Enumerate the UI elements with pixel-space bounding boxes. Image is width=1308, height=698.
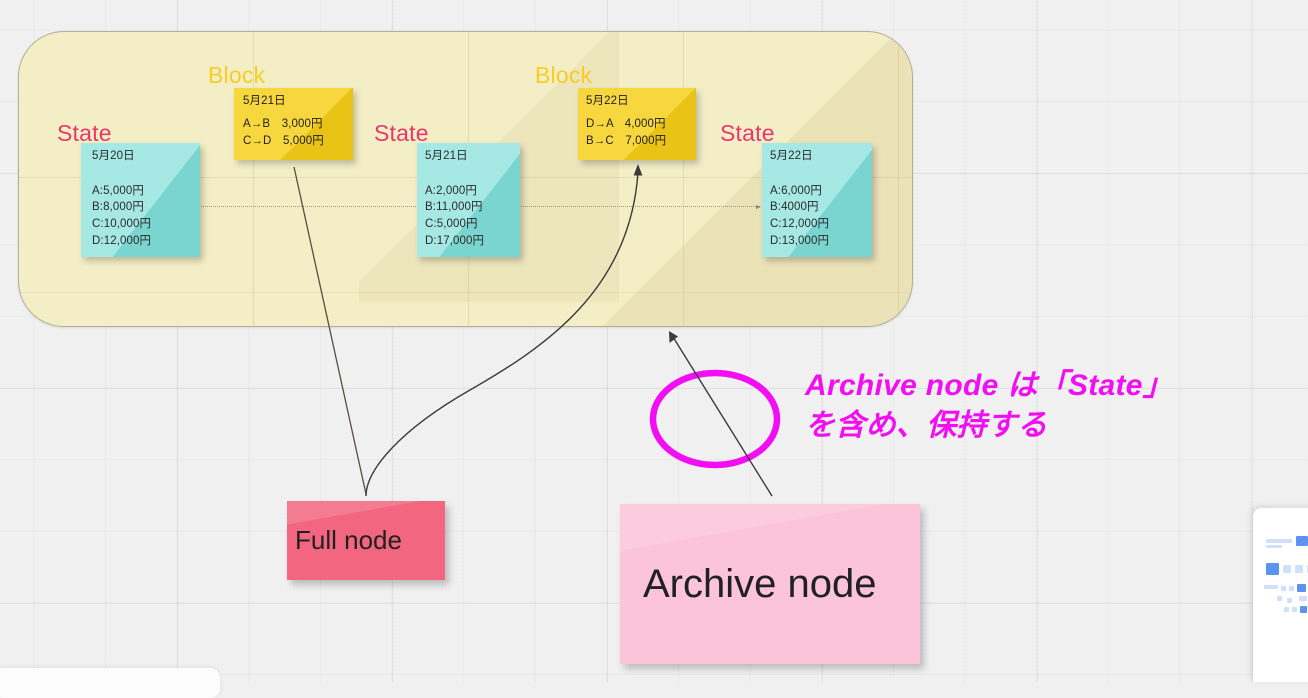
sticky-note-block-2[interactable]: 5月22日 D→A 4,000円 B→C 7,000円 xyxy=(578,88,696,160)
note-line: B:11,000円 xyxy=(425,201,483,214)
note-date: 5月21日 xyxy=(243,95,286,107)
note-line: C→D 5,000円 xyxy=(243,135,324,148)
annotation-text: Archive node は「State」 を含め、保持する xyxy=(805,369,1174,442)
note-line: C:5,000円 xyxy=(425,218,478,231)
sticky-note-block-1[interactable]: 5月21日 A→B 3,000円 C→D 5,000円 xyxy=(234,88,353,160)
panel-item xyxy=(1266,563,1279,575)
panel-grid-line-h xyxy=(19,292,912,293)
panel-item xyxy=(1284,607,1289,612)
caption-state-3: State xyxy=(720,120,775,146)
note-line: D:17,000円 xyxy=(425,235,485,248)
note-line: B:8,000円 xyxy=(92,201,144,214)
note-line: A:2,000円 xyxy=(425,184,477,197)
panel-item xyxy=(1292,607,1297,612)
caption-state-1: State xyxy=(57,120,112,146)
note-line: B:4000円 xyxy=(770,201,819,214)
panel-item xyxy=(1281,586,1286,591)
note-date: 5月20日 xyxy=(92,150,135,162)
sticky-note-state-2[interactable]: 5月21日 A:2,000円 B:11,000円 C:5,000円 D:17,0… xyxy=(417,143,520,257)
note-date: 5月21日 xyxy=(425,150,468,162)
bottom-left-panel[interactable] xyxy=(0,668,220,698)
panel-grid-line xyxy=(253,32,254,326)
note-line: D:12,000円 xyxy=(92,235,152,248)
note-line: C:10,000円 xyxy=(92,218,152,231)
panel-item xyxy=(1295,565,1303,573)
note-line: A:5,000円 xyxy=(92,184,144,197)
panel-item xyxy=(1299,596,1307,601)
sticky-note-state-3[interactable]: 5月22日 A:6,000円 B:4000円 C:12,000円 D:13,00… xyxy=(762,143,872,257)
panel-item xyxy=(1277,596,1282,601)
caption-state-2: State xyxy=(374,120,429,146)
note-line: D:13,000円 xyxy=(770,235,830,248)
note-date: 5月22日 xyxy=(770,150,813,162)
note-line: C:12,000円 xyxy=(770,218,830,231)
archive-node-box[interactable]: Archive node xyxy=(620,504,920,664)
panel-item xyxy=(1266,539,1292,543)
note-date: 5月22日 xyxy=(586,95,629,107)
note-line: A:6,000円 xyxy=(770,184,822,197)
note-line: B→C 7,000円 xyxy=(586,135,667,148)
right-side-panel[interactable] xyxy=(1253,508,1308,682)
panel-item xyxy=(1283,565,1291,573)
caption-block-2: Block xyxy=(535,62,593,88)
caption-block-1: Block xyxy=(208,62,266,88)
panel-item xyxy=(1289,586,1294,591)
full-node-label: Full node xyxy=(295,525,402,555)
panel-grid-line xyxy=(683,32,684,326)
panel-grid-line xyxy=(898,32,899,326)
full-node-box[interactable]: Full node xyxy=(287,501,445,580)
panel-item xyxy=(1287,598,1292,603)
panel-item xyxy=(1296,536,1308,546)
panel-item xyxy=(1266,545,1282,548)
sticky-note-state-1[interactable]: 5月20日 A:5,000円 B:8,000円 C:10,000円 D:12,0… xyxy=(81,143,200,257)
note-line: A→B 3,000円 xyxy=(243,117,323,130)
panel-item xyxy=(1297,584,1306,592)
panel-item xyxy=(1264,585,1278,589)
archive-node-label: Archive node xyxy=(643,561,877,606)
panel-item xyxy=(1300,606,1307,613)
note-line: D→A 4,000円 xyxy=(586,117,666,130)
